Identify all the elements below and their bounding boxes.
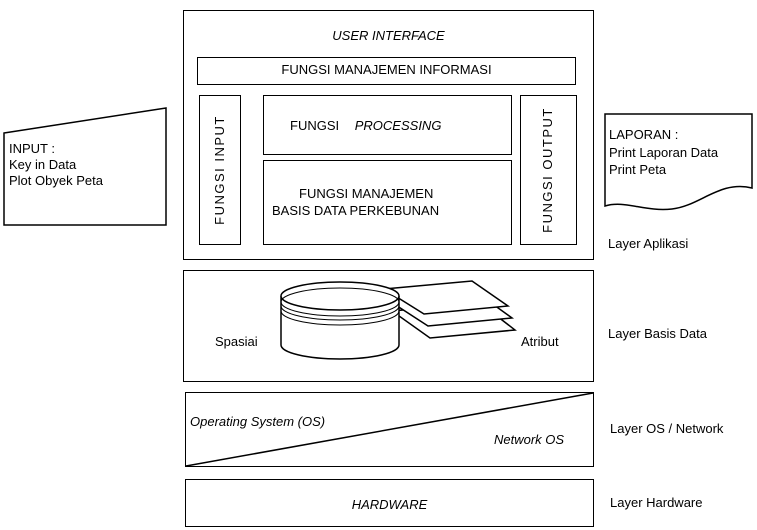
- layer-os-network-label: Layer OS / Network: [610, 421, 724, 436]
- processing-prefix: FUNGSI: [290, 118, 340, 133]
- info-management-label: FUNGSI MANAJEMEN INFORMASI: [281, 62, 492, 77]
- spatial-label: Spasiai: [215, 334, 258, 349]
- report-line1: Print Laporan Data: [609, 145, 719, 160]
- fungsi-input-box: [199, 95, 241, 245]
- user-interface-label: USER INTERFACE: [332, 28, 445, 43]
- attribute-label: Atribut: [521, 334, 559, 349]
- network-os-label: Network OS: [494, 432, 565, 447]
- processing-italic: PROCESSING: [354, 118, 442, 133]
- input-title: INPUT :: [9, 141, 55, 156]
- input-line1: Key in Data: [9, 157, 77, 172]
- hardware-layer-box: [185, 479, 594, 527]
- info-management-box: [197, 57, 576, 85]
- db-management-line1: FUNGSI MANAJEMEN: [299, 186, 434, 201]
- db-management-line2: BASIS DATA PERKEBUNAN: [272, 203, 440, 218]
- report-line2: Print Peta: [609, 162, 667, 177]
- processing-label: FUNGSI PROCESSING: [290, 118, 441, 134]
- os-label: Operating System (OS): [190, 414, 326, 429]
- processing-box: [263, 95, 512, 155]
- db-management-box: [263, 160, 512, 245]
- layer-hardware-label: Layer Hardware: [610, 495, 703, 510]
- layer-aplikasi-label: Layer Aplikasi: [608, 236, 689, 251]
- report-title: LAPORAN :: [609, 127, 679, 142]
- hardware-label: HARDWARE: [351, 497, 428, 512]
- fungsi-output-box: [520, 95, 577, 245]
- layer-basis-data-label: Layer Basis Data: [608, 326, 707, 341]
- input-line2: Plot Obyek Peta: [9, 173, 103, 188]
